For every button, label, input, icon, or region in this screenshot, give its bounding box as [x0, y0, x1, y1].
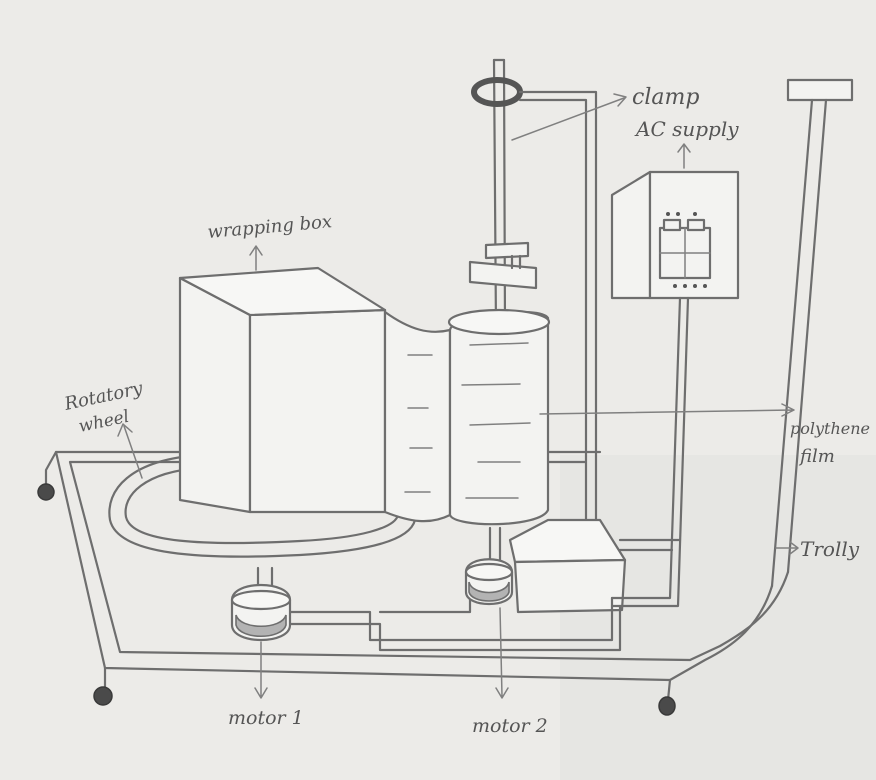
wrapping-box-front-face [250, 310, 385, 512]
label-motor-1: motor 1 [228, 707, 304, 729]
label-clamp: clamp [632, 85, 699, 110]
motor-1-top [232, 591, 290, 609]
wrapping-box [180, 268, 385, 512]
paper-shadow [560, 455, 876, 780]
ac-indicator-3 [693, 212, 697, 216]
base-platform [510, 520, 625, 612]
ac-indicator-1 [666, 212, 670, 216]
motor-2-top [466, 564, 512, 580]
ac-switch-1 [664, 220, 680, 230]
polythene-film [385, 310, 549, 524]
ac-box-side [612, 172, 650, 298]
ac-terminal-3 [693, 284, 697, 288]
film-roll-top [449, 310, 549, 334]
caster-wheel-front-left [94, 687, 112, 705]
label-film: film [798, 446, 835, 467]
ac-terminal-4 [703, 284, 707, 288]
platform-front [515, 560, 625, 612]
label-trolly: Trolly [800, 537, 860, 561]
label-polythene: polythene [790, 419, 870, 438]
label-ac-supply: AC supply [634, 117, 739, 141]
trolley-handle [788, 80, 852, 100]
rod-holder-top [486, 243, 528, 258]
ac-terminal-1 [673, 284, 677, 288]
ac-indicator-2 [676, 212, 680, 216]
ac-terminal-2 [683, 284, 687, 288]
ac-switch-2 [688, 220, 704, 230]
label-motor-2: motor 2 [472, 715, 548, 737]
caster-wheel-back-left [38, 484, 54, 500]
wrapping-box-left-face [180, 278, 250, 512]
film-sheet-strip [385, 312, 450, 521]
caster-wheel-front-right [659, 697, 675, 715]
